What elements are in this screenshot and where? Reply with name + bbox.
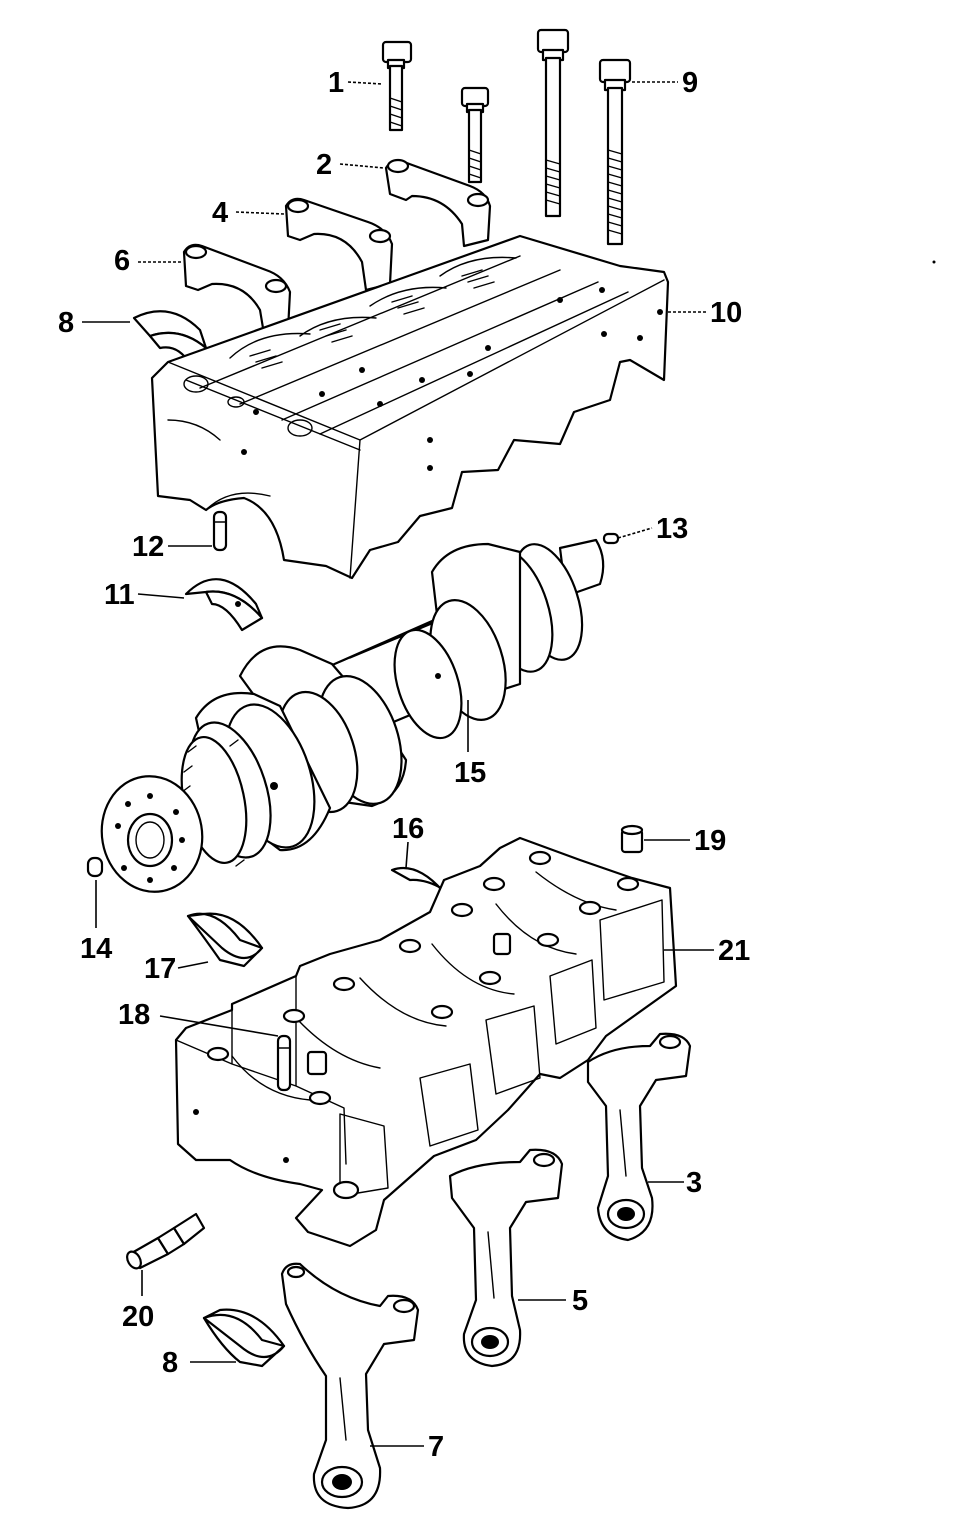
callout-4: 4: [212, 197, 228, 229]
callout-14: 14: [80, 933, 112, 965]
callout-17: 17: [144, 953, 176, 985]
callout-8-top: 8: [58, 307, 74, 339]
callout-15: 15: [454, 757, 486, 789]
callout-labels: 1 2 4 6 8 9 10 12 13 11 15 16 19 14 17 2…: [58, 67, 750, 1463]
bolt-short-2: [460, 86, 490, 184]
stray-dot: [932, 260, 936, 264]
connecting-rod-7: [280, 1262, 420, 1510]
callout-16: 16: [392, 813, 424, 845]
bearing-cap-6: [182, 243, 292, 336]
crankshaft-15: [100, 538, 605, 893]
bushing-19: [620, 824, 644, 854]
bolt-long-9: [598, 58, 632, 246]
bearing-shell-11: [184, 578, 264, 632]
bearing-cap-4: [284, 197, 394, 292]
callout-13: 13: [656, 513, 688, 545]
crankcase-lower-21: [174, 836, 678, 1248]
connecting-rod-5: [448, 1148, 564, 1368]
bolt-long-1: [536, 28, 570, 218]
pin-13: [602, 532, 620, 545]
callout-10: 10: [710, 297, 742, 329]
bearing-cap-2: [384, 158, 492, 248]
callout-12: 12: [132, 531, 164, 563]
stud-20: [126, 1212, 206, 1270]
bearing-shell-17: [186, 912, 264, 968]
callout-19: 19: [694, 825, 726, 857]
callout-6: 6: [114, 245, 130, 277]
callout-18: 18: [118, 999, 150, 1031]
pin-18: [276, 1034, 292, 1092]
connecting-rod-3: [586, 1032, 692, 1242]
callout-3: 3: [686, 1167, 702, 1199]
callout-11: 11: [104, 579, 135, 611]
callout-9: 9: [682, 67, 698, 99]
dowel-pin-12: [212, 510, 228, 552]
bearing-shell-8-bottom: [202, 1308, 286, 1368]
leader-lines: [82, 81, 714, 1447]
callout-20: 20: [122, 1301, 154, 1333]
pin-14: [86, 856, 104, 878]
bolt-short-1: [381, 40, 413, 132]
callout-8-bottom: 8: [162, 1347, 178, 1379]
callout-2: 2: [316, 149, 332, 181]
callout-5: 5: [572, 1285, 588, 1317]
callout-7: 7: [428, 1431, 444, 1463]
crankcase-upper-10: [150, 234, 670, 580]
callout-21: 21: [718, 935, 750, 967]
callout-1: 1: [328, 67, 344, 99]
